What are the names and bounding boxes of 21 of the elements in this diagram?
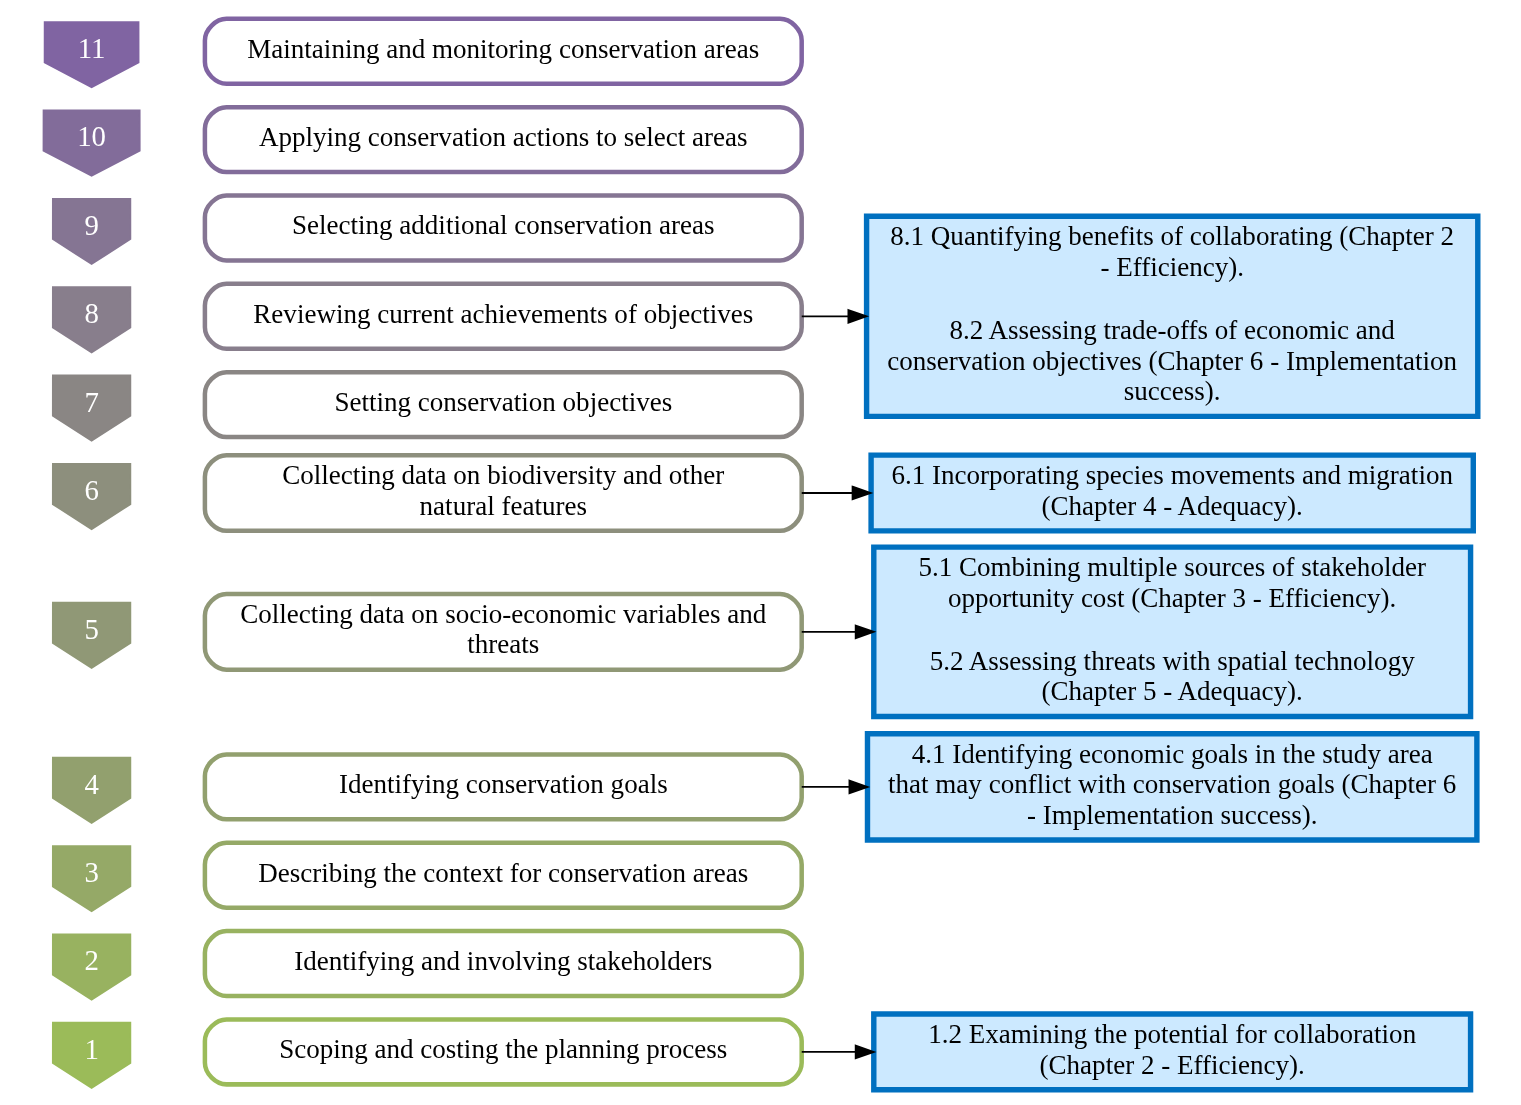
node-box: 8.1 Quantifying benefits of collaborating (Chapter 2 - Efficiency). 8.2 Assessing trade-offs of economic and conservation objectives (Chapter 6 - Implementation success). [863,213,1481,420]
node-box: Setting conservation objectives [202,369,804,440]
arrow [800,485,874,501]
arrow [800,624,877,640]
node-box: 1.2 Examining the potential for collaboration (Chapter 2 - Efficiency). [871,1011,1474,1093]
node-box: Collecting data on socio-economic variables and threats [202,591,804,672]
node-box: Maintaining and monitoring conservation areas [202,16,804,86]
arrow [800,779,871,795]
node-box: 6.1 Incorporating species movements and migration (Chapter 4 - Adequacy). [868,452,1476,534]
node-box: Collecting data on biodiversity and other natural features [202,452,804,534]
node-box: Identifying and involving stakeholders [202,928,804,999]
arrow [800,308,870,324]
node-box: Selecting additional conservation areas [202,193,804,263]
node-box: Applying conservation actions to select areas [202,104,804,175]
node-box: 5.1 Combining multiple sources of stakeholder opportunity cost (Chapter 3 - Efficiency). 5.2 Assessing threats with spatial technology (Chapter 5 - Adequacy). [871,544,1474,720]
node-box: Scoping and costing the planning process [202,1017,804,1087]
node-box: Reviewing current achievements of objectives [202,281,804,352]
arrow [800,1044,877,1060]
node-box: Describing the context for conservation areas [202,840,804,910]
node-box: 4.1 Identifying economic goals in the study area that may conflict with conservation goals (Chapter 6 - Implementation success). [864,731,1480,843]
node-box: Identifying conservation goals [202,752,804,822]
